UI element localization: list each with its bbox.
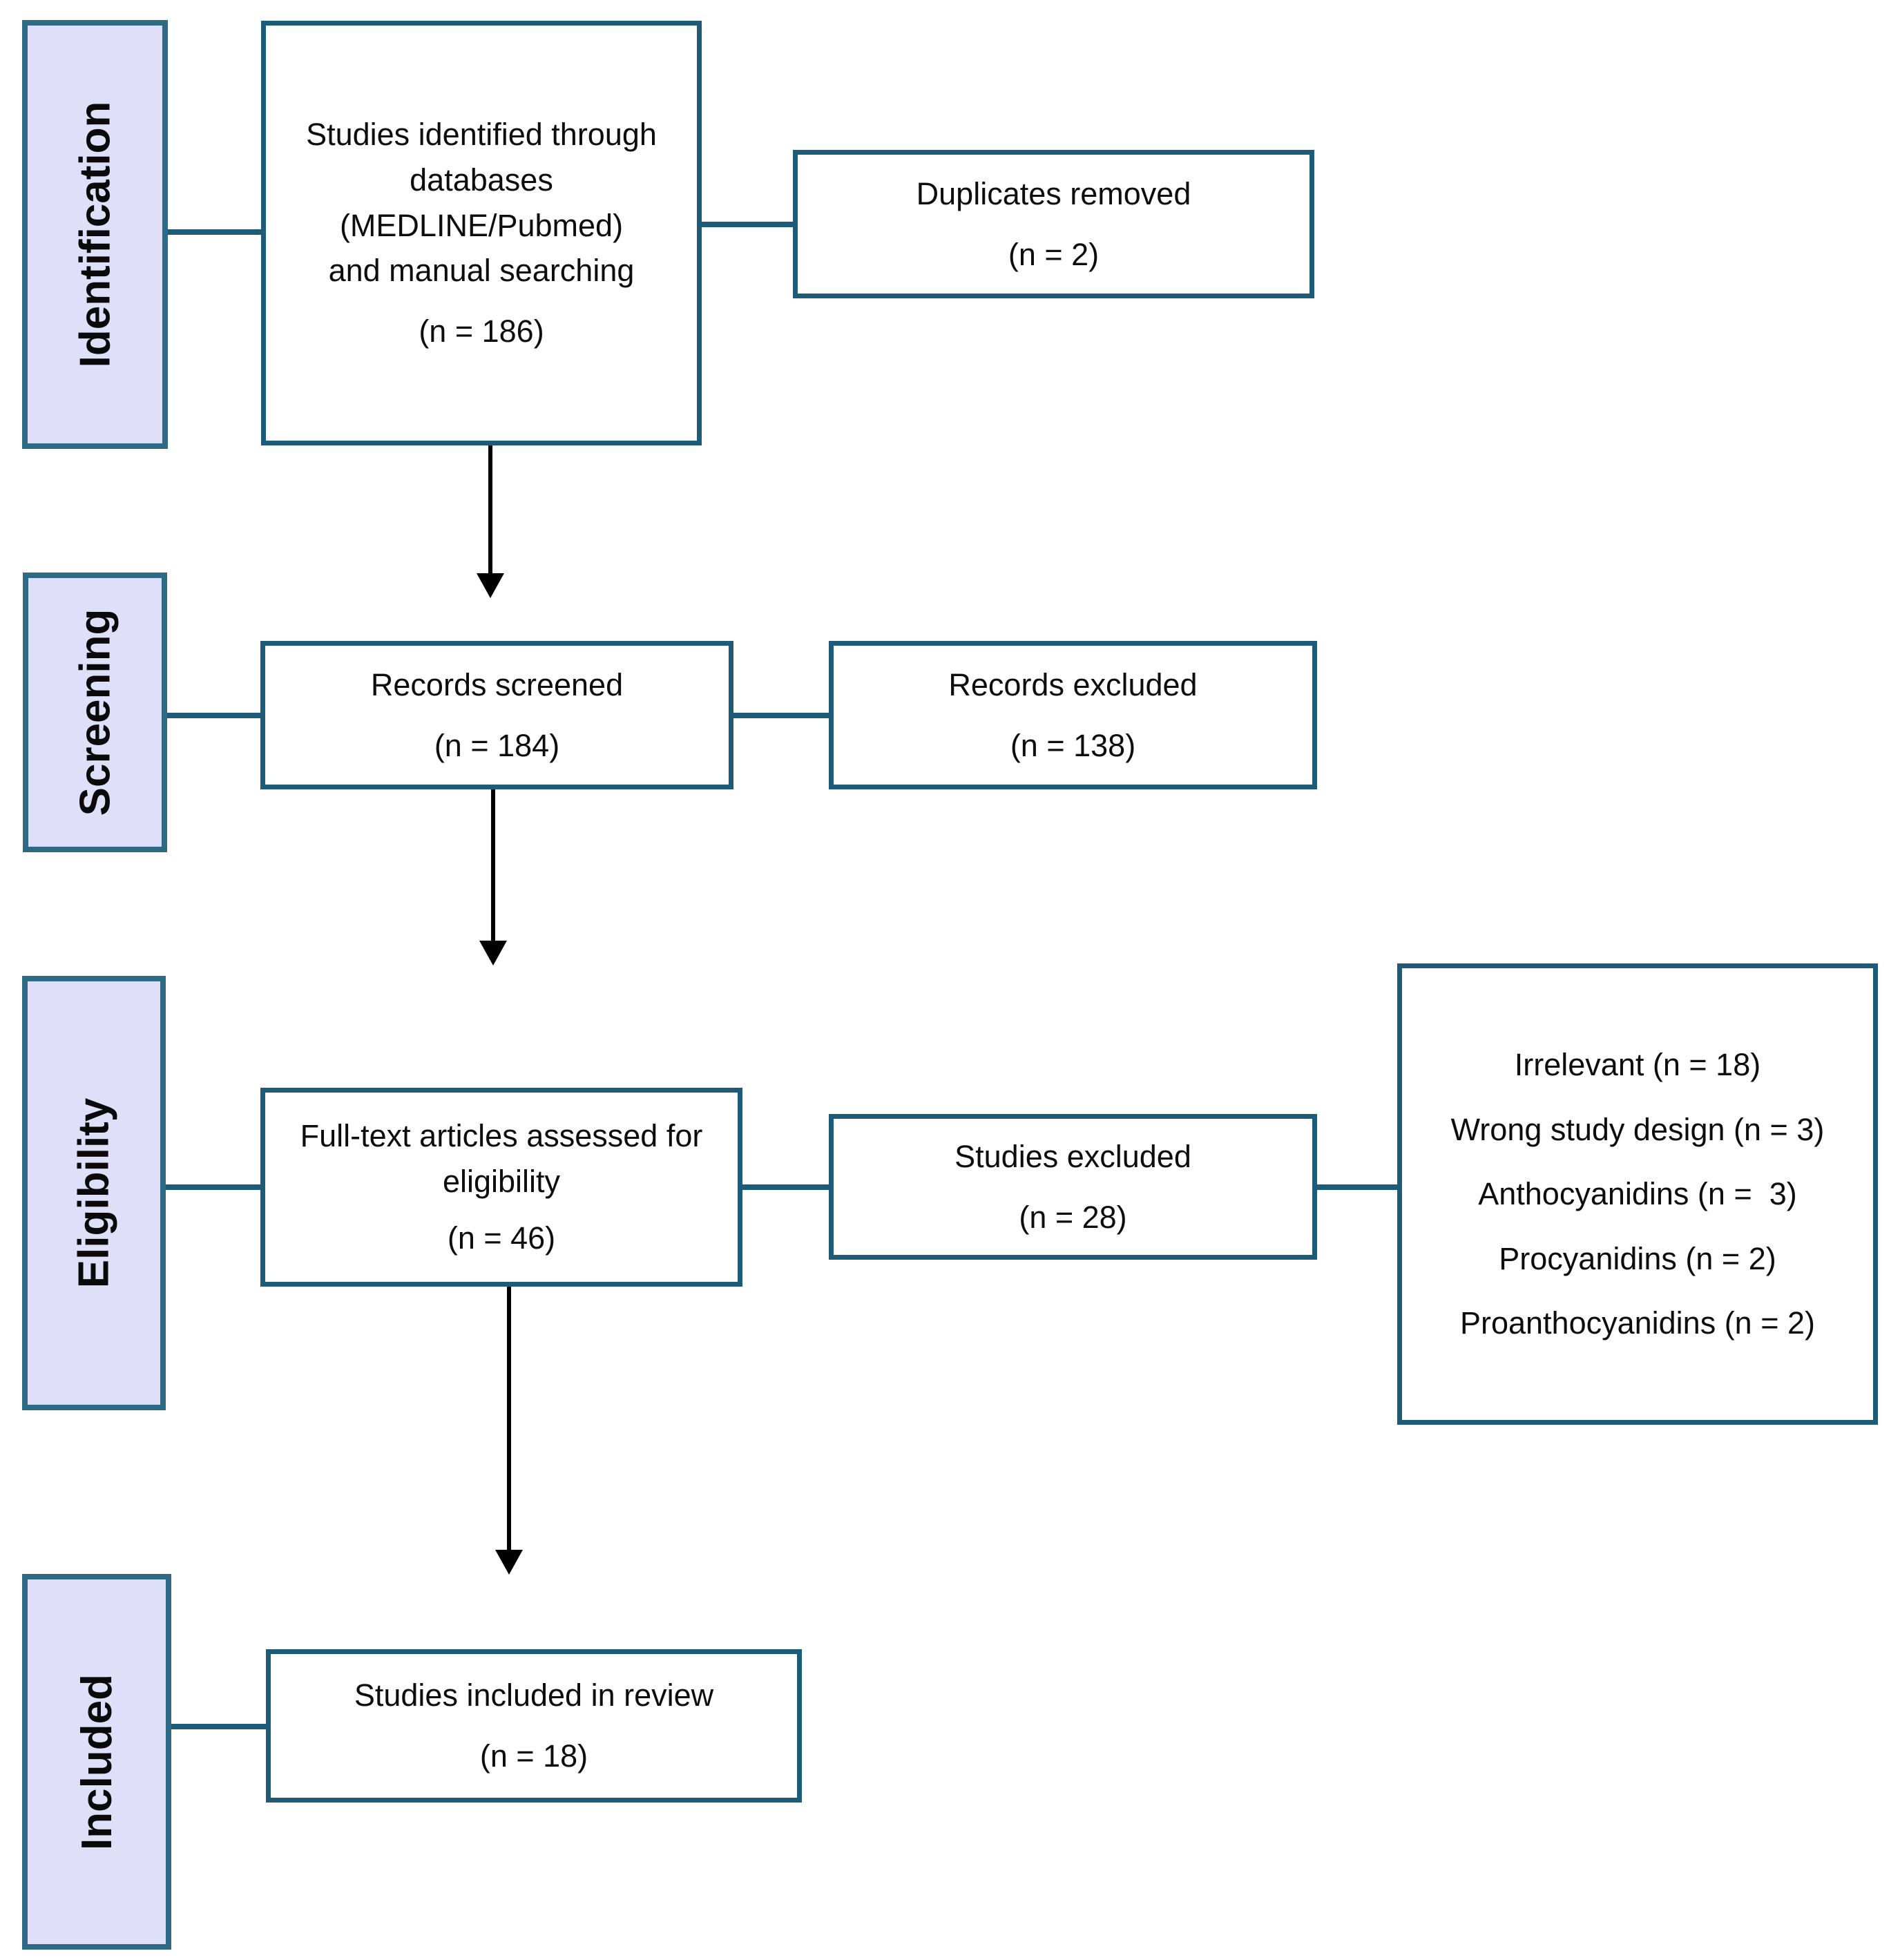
box-fulltext-assessed: Full-text articles assessed for eligibil… <box>260 1088 742 1287</box>
box-records-screened: Records screened (n = 184) <box>260 641 733 789</box>
stage-identification-label: Identification <box>71 101 119 368</box>
connector-screened-to-excluded <box>731 713 832 718</box>
arrow-screened-to-fulltext-head <box>479 941 507 965</box>
stage-eligibility: Eligibility <box>22 976 166 1410</box>
stage-screening: Screening <box>23 573 167 852</box>
box-studies-included: Studies included in review (n = 18) <box>266 1649 802 1803</box>
box-fulltext-assessed-count: (n = 46) <box>447 1220 556 1256</box>
exclusion-reason-proanthocyanidins: Proanthocyanidins (n = 2) <box>1459 1305 1816 1341</box>
box-duplicates-removed-line: Duplicates removed <box>916 175 1191 211</box>
connector-identification-to-identified <box>168 229 261 235</box>
box-exclusion-reasons: Irrelevant (n = 18) Wrong study design (… <box>1397 963 1878 1425</box>
box-fulltext-assessed-line: Full-text articles assessed for <box>300 1118 703 1154</box>
stage-included-label: Included <box>73 1673 121 1850</box>
arrow-fulltext-to-included-head <box>495 1550 523 1575</box>
connector-eligibility-to-fulltext <box>166 1184 260 1190</box>
exclusion-reason-wrong-design: Wrong study design (n = 3) <box>1450 1111 1825 1147</box>
connector-included-to-studies-included <box>171 1724 269 1729</box>
exclusion-reason-procyanidins: Procyanidins (n = 2) <box>1499 1240 1776 1276</box>
arrow-screened-to-fulltext-stem <box>491 789 495 941</box>
stage-screening-label: Screening <box>71 608 119 816</box>
box-records-screened-line: Records screened <box>370 666 624 702</box>
arrow-fulltext-to-included-stem <box>507 1287 511 1550</box>
exclusion-reason-anthocyanidins: Anthocyanidins (n = 3) <box>1478 1176 1797 1212</box>
connector-fulltext-to-studies-excluded <box>740 1184 832 1190</box>
box-records-screened-count: (n = 184) <box>434 727 560 763</box>
box-studies-identified-line: Studies identified through <box>306 117 657 153</box>
box-duplicates-removed-count: (n = 2) <box>1008 236 1100 272</box>
box-studies-identified-line: and manual searching <box>328 253 635 289</box>
connector-studies-excluded-to-reasons <box>1314 1184 1400 1190</box>
arrow-identified-to-screened-stem <box>488 445 492 575</box>
box-records-excluded-count: (n = 138) <box>1010 727 1136 763</box>
arrow-identified-to-screened-head <box>477 573 504 598</box>
box-studies-included-line: Studies included in review <box>354 1678 714 1713</box>
exclusion-reason-irrelevant: Irrelevant (n = 18) <box>1514 1047 1761 1083</box>
box-fulltext-assessed-line: eligibility <box>442 1164 561 1200</box>
stage-eligibility-label: Eligibility <box>70 1097 118 1289</box>
connector-identified-to-duplicates <box>699 222 796 227</box>
stage-identification: Identification <box>22 20 168 449</box>
box-studies-excluded-line: Studies excluded <box>954 1138 1191 1174</box>
box-studies-included-count: (n = 18) <box>479 1738 588 1774</box>
stage-included: Included <box>22 1574 171 1950</box>
box-studies-identified-line: databases (MEDLINE/Pubmed) <box>339 162 624 243</box>
box-studies-excluded: Studies excluded (n = 28) <box>829 1114 1317 1260</box>
box-records-excluded-line: Records excluded <box>948 666 1198 702</box>
box-records-excluded: Records excluded (n = 138) <box>829 641 1317 789</box>
box-duplicates-removed: Duplicates removed (n = 2) <box>793 150 1314 298</box>
box-studies-excluded-count: (n = 28) <box>1019 1199 1127 1235</box>
connector-screening-to-screened <box>167 713 260 718</box>
box-studies-identified-count: (n = 186) <box>419 314 544 349</box>
box-studies-identified: Studies identified through databases (ME… <box>261 21 702 445</box>
